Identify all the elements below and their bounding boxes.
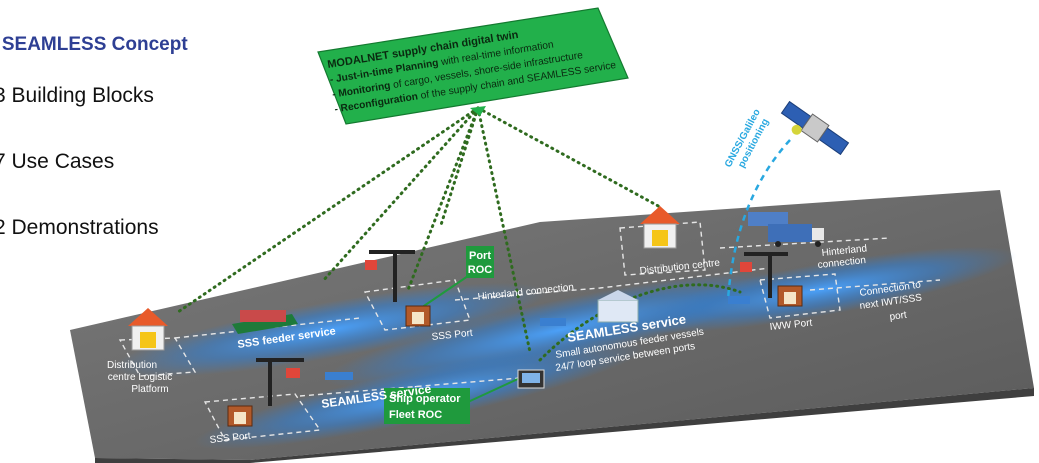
satellite-icon (780, 100, 850, 156)
terminal-building-icon (597, 290, 639, 323)
bullet-building-blocks: 3 Building Blocks (0, 84, 154, 107)
svg-text:ROC: ROC (468, 264, 493, 276)
gnss-label: GNSS/Galileo positioning (723, 107, 771, 169)
label-dc-logistic-3: Platform (131, 384, 168, 395)
port-icon-mid (405, 305, 431, 327)
svg-text:Ship operator: Ship operator (389, 393, 461, 405)
feeder-ship-icon (232, 310, 298, 334)
fleet-link (538, 283, 742, 362)
digital-twin-links (176, 106, 664, 354)
port-icon-low (227, 405, 253, 427)
crane-icon-low (256, 358, 304, 406)
fleet-roc-box: Ship operator Fleet ROC (384, 388, 470, 424)
fleet-roc-link (467, 377, 521, 403)
route-lines (118, 221, 941, 441)
bullet-use-cases: 7 Use Cases (0, 150, 115, 173)
bullet-demonstrations: 2 Demonstrations (0, 216, 159, 239)
label-hinterland-2: connection (817, 255, 866, 271)
label-hinterland-1: Hinterland (821, 243, 867, 259)
warehouse-icon-logistic (128, 308, 168, 351)
port-roc-box: Port ROC (466, 246, 494, 278)
port-icon-iww (777, 285, 803, 307)
label-connection-3: port (889, 310, 908, 323)
digital-twin-box (317, 7, 629, 125)
label-sss-port-low: SSS Port (209, 431, 251, 446)
label-dc-logistic-2: centre Logistic (108, 372, 172, 383)
truck-icon (748, 212, 824, 247)
label-dc-logistic-1: Distribution (107, 360, 157, 371)
crane-icon-mid (365, 250, 415, 302)
control-center-icon (517, 369, 545, 389)
crane-icon-iww (740, 252, 788, 298)
svg-text:Fleet ROC: Fleet ROC (389, 409, 442, 421)
page-title: e SEAMLESS Concept (0, 34, 188, 55)
autonomous-vessel-icon (325, 296, 750, 380)
label-sss-port-mid: SSS Port (431, 328, 473, 343)
svg-text:Port: Port (469, 250, 491, 262)
gnss-signal (726, 139, 791, 301)
label-iww-port: IWW Port (769, 318, 813, 333)
warehouse-icon-distribution (640, 206, 680, 249)
